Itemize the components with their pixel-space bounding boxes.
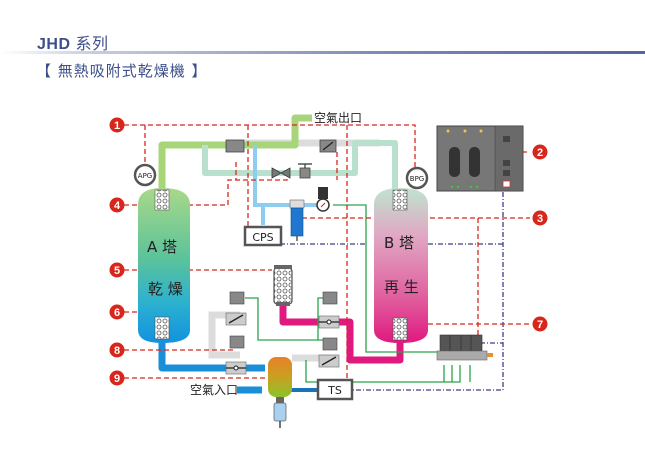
callout-number: 2 [537, 147, 543, 159]
callout-number: 5 [114, 265, 120, 277]
signal-4 [333, 204, 440, 353]
control-main [340, 192, 504, 391]
outlet-valve [225, 139, 245, 153]
panel-tower-b [469, 147, 480, 177]
needle-valve-handle [298, 163, 312, 168]
solenoid-valve-1 [229, 291, 245, 305]
page-subtitle: 【 無熱吸附式乾燥機 】 [36, 62, 208, 80]
tower-a-bottom-filter [154, 316, 170, 340]
callout-6: 6 [109, 304, 125, 320]
tower-b-body [374, 188, 428, 343]
series-title: JHD 系列 [37, 30, 108, 54]
regen-path [202, 140, 398, 190]
control-lines [270, 192, 504, 391]
tower-a-body [138, 188, 190, 343]
panel-tower-a [449, 147, 460, 177]
cps-box: CPS [243, 225, 283, 247]
gauge-bpg-label: BPG [410, 175, 424, 183]
cps-label: CPS [252, 231, 273, 244]
air-outlet-label: 空氣出口 [314, 111, 362, 125]
silencer [273, 265, 293, 306]
purge-path [279, 300, 404, 364]
callout-number: 9 [114, 373, 120, 385]
callout-number: 7 [537, 319, 543, 331]
check-valve-top-flap [322, 141, 334, 151]
tower-b: B 塔 再 生 [374, 188, 428, 343]
solenoid-valve-2 [229, 335, 245, 349]
tower-b-name: B 塔 [384, 234, 414, 252]
signal-2 [305, 360, 461, 383]
idle-pipe-left [208, 330, 240, 359]
tower-b-bottom-filter [392, 317, 408, 341]
orifice-valve [271, 167, 291, 179]
callout-line-4b [235, 152, 338, 180]
signal-1 [245, 297, 330, 341]
callout-line-1 [124, 124, 416, 170]
lower-valves [225, 291, 340, 375]
tower-b-top-filter [392, 189, 408, 211]
callout-number: 1 [114, 120, 120, 132]
solenoid-valve-4 [322, 337, 338, 351]
solenoid-valve-3 [322, 291, 338, 305]
pilot-path [253, 145, 320, 207]
series-word: 系列 [75, 34, 109, 53]
series-code: JHD [37, 36, 71, 53]
callout-7: 7 [532, 316, 548, 332]
signal-5 [443, 365, 471, 382]
pressure-regulator [316, 187, 330, 212]
callout-line-4 [124, 175, 288, 206]
callout-5: 5 [109, 262, 125, 278]
regen-pipe [202, 140, 398, 190]
control-panel [436, 125, 524, 192]
separator-tank [268, 357, 292, 428]
tower-a-name: A 塔 [147, 238, 177, 256]
ts-box: TS [316, 378, 354, 401]
header-divider [0, 51, 645, 54]
gauge-apg: APG [133, 163, 157, 187]
tower-a: A 塔 乾 燥 [138, 188, 190, 343]
solenoid-manifold [436, 334, 493, 361]
tower-a-top-filter [154, 189, 170, 211]
dry-air-pipe [158, 114, 312, 190]
air-inlet-label: 空氣入口 [190, 383, 238, 397]
callout-number: 8 [114, 345, 120, 357]
pilot-filter [289, 199, 305, 241]
callout-number: 6 [114, 307, 120, 319]
gauge-apg-label: APG [138, 172, 152, 180]
tower-a-state: 乾 燥 [148, 280, 183, 298]
tower-b-state: 再 生 [384, 278, 419, 296]
callout-8: 8 [109, 342, 125, 358]
needle-valve [299, 167, 311, 179]
ts-label: TS [327, 384, 342, 397]
dry-air-path [158, 114, 312, 190]
callout-markers: 1 2 3 4 5 6 7 8 9 [109, 117, 548, 386]
callout-1: 1 [109, 117, 125, 133]
signal-lines [245, 204, 471, 383]
callout-9: 9 [109, 370, 125, 386]
callout-3: 3 [532, 210, 548, 226]
callout-4: 4 [109, 197, 125, 213]
pilot-air-pipe [253, 145, 320, 225]
gauge-bpg: BPG [405, 166, 429, 190]
callout-2: 2 [532, 144, 548, 160]
callout-number: 3 [537, 213, 543, 225]
purge-pipe [279, 300, 404, 364]
callout-number: 4 [114, 200, 121, 212]
